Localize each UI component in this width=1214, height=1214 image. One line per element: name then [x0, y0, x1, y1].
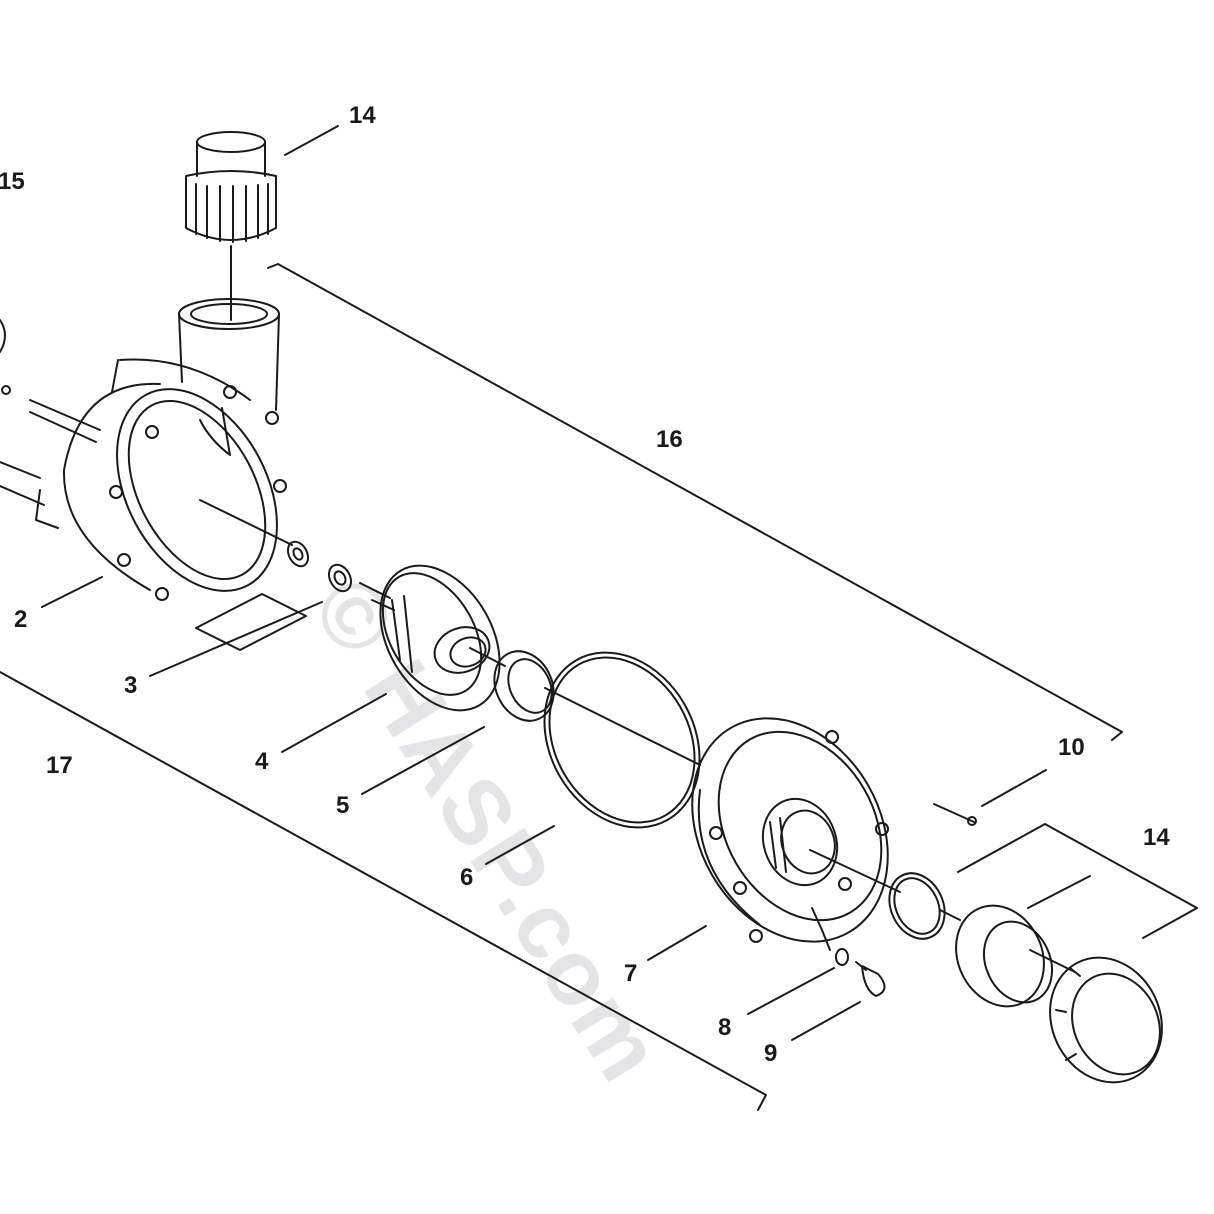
- seal: [195, 540, 353, 651]
- screw: [933, 803, 977, 826]
- callout-14-bottom: 14: [1143, 824, 1170, 851]
- bracket-17: [0, 671, 767, 1111]
- impeller: [371, 564, 501, 712]
- drain-plug: [855, 961, 886, 997]
- callout-10: 10: [1058, 734, 1085, 761]
- shaft-axis: [0, 461, 1076, 973]
- callout-6: 6: [460, 864, 474, 891]
- callout-4: 4: [255, 748, 269, 775]
- union-bottom: [888, 872, 1163, 1084]
- bracket-16: [267, 263, 1123, 741]
- callout-2: 2: [14, 606, 28, 633]
- callout-8: 8: [718, 1014, 732, 1041]
- callout-16: 16: [656, 426, 683, 453]
- motor-fragments: [0, 319, 45, 506]
- callout-3: 3: [124, 672, 138, 699]
- o-ring: [543, 651, 701, 829]
- callout-5: 5: [336, 792, 350, 819]
- callout-17: 17: [46, 752, 73, 779]
- callout-7: 7: [624, 960, 638, 987]
- union-top: [185, 131, 277, 321]
- drain-o-ring: [835, 948, 849, 966]
- front-cover: [691, 717, 889, 951]
- leader-lines: [41, 125, 1091, 1041]
- callout-15: 15: [0, 168, 25, 195]
- bracket-14: [957, 823, 1198, 939]
- callout-14-top: 14: [349, 102, 376, 129]
- wear-ring: [493, 650, 555, 722]
- callout-9: 9: [764, 1040, 778, 1067]
- pump-housing: [29, 298, 287, 601]
